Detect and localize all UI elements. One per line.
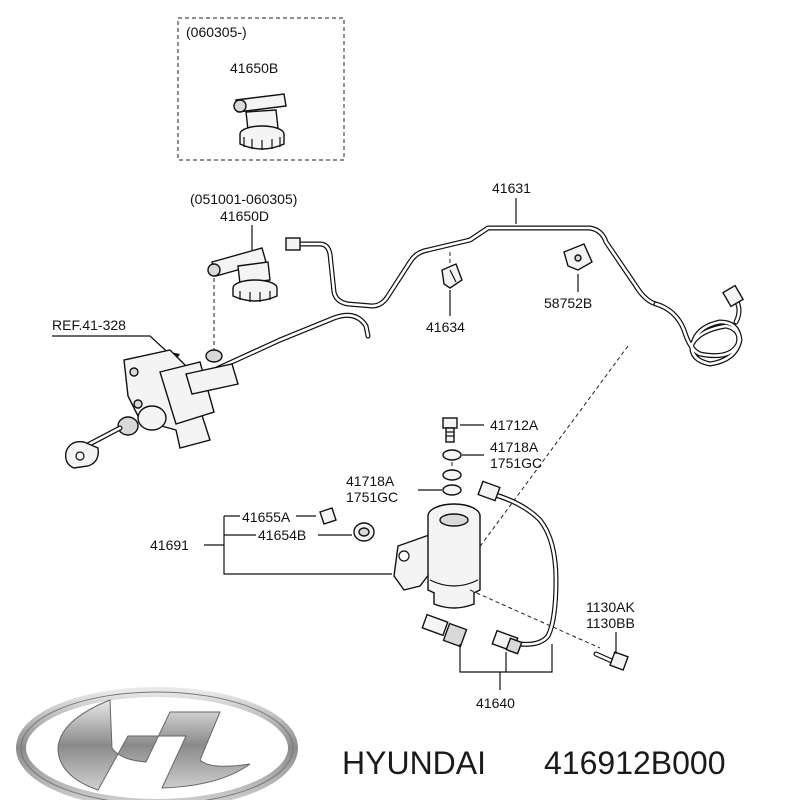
washer-41718A-top[interactable] [442,449,462,461]
ref-label: REF.41-328 [52,317,126,333]
fitting-41640-left[interactable] [421,613,468,658]
label-41691: 41691 [150,537,189,553]
brand-part-number: 416912B000 [544,745,726,781]
label-41640: 41640 [476,695,515,711]
clutch-master-cylinder[interactable] [64,312,371,469]
washer-41718A-left-b[interactable] [442,484,462,496]
label-41718A-top: 41718A [490,439,539,455]
bracket-58752B[interactable] [563,243,593,271]
label-41631: 41631 [492,180,531,196]
range-label: (051001-060305) [190,191,297,207]
label-1751GC-left: 1751GC [346,489,398,505]
clutch-hose-41631[interactable] [285,225,745,367]
bracket-41691 [204,515,392,575]
release-cylinder-41691[interactable] [393,503,481,609]
release-hose[interactable] [477,480,559,647]
clip-41634[interactable] [441,263,463,289]
label-41650B: 41650B [230,60,278,76]
bolt-1130AK[interactable] [593,651,629,671]
dashed-link-hose [469,345,629,561]
label-41655A: 41655A [242,509,291,525]
label-1130AK: 1130AK [586,599,635,615]
brand-name: HYUNDAI [342,745,486,781]
label-41712A: 41712A [490,417,539,433]
label-1751GC-top: 1751GC [490,455,542,471]
label-1130BB: 1130BB [586,615,635,631]
washer-41718A-left-a[interactable] [442,469,462,481]
label-41718A-left: 41718A [346,473,395,489]
label-41650D: 41650D [220,208,269,224]
label-41634: 41634 [426,319,465,335]
boot-41654B[interactable] [353,522,375,542]
reservoir-41650D[interactable] [207,247,278,302]
hyundai-logo-icon [16,687,298,800]
label-41654B: 41654B [258,527,306,543]
fitting-41640-right[interactable] [491,629,523,655]
cap-41655A[interactable] [319,507,337,525]
reservoir-41650B[interactable] [233,93,287,150]
label-58752B: 58752B [544,295,592,311]
dashed-link-bolt [469,589,601,649]
box-date-label: (060305-) [186,24,247,40]
bleeder-bolt-41712A[interactable] [442,417,458,443]
